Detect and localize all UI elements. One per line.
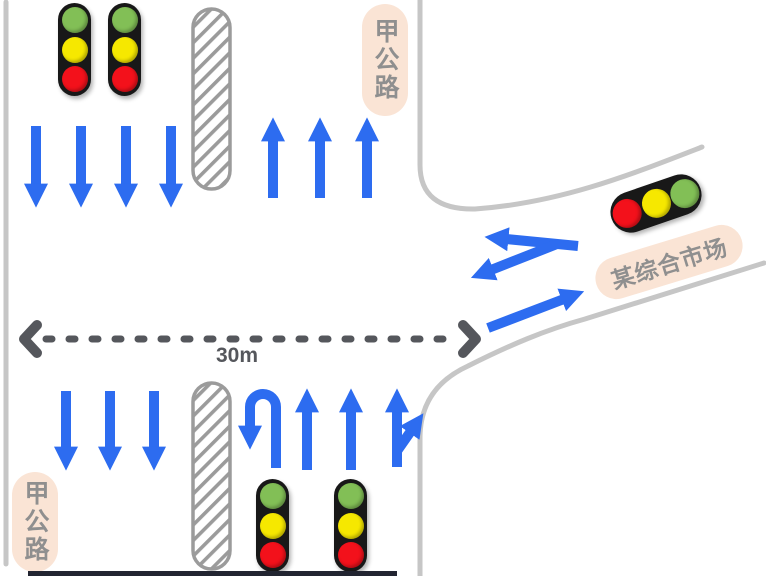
crosswalk-bottom [191, 381, 232, 571]
southbound-arrows-lower [53, 391, 167, 471]
northbound-arrows-lower [237, 388, 424, 470]
yellow-light-icon [259, 512, 286, 539]
market-branch-arrows [470, 227, 585, 333]
red-light-icon [111, 66, 138, 93]
traffic-light-bottom-1 [256, 479, 289, 572]
right-turn-branch-arrow [392, 413, 424, 454]
traffic-light-top-2 [108, 3, 141, 96]
crosswalk-top [191, 7, 232, 191]
road-label-top-text: 甲公路 [371, 18, 399, 102]
red-light-icon [61, 66, 88, 93]
traffic-light-top-1 [58, 3, 91, 96]
measure-arrowhead-left [19, 320, 42, 358]
southbound-arrows-upper [23, 126, 184, 208]
yellow-light-icon [111, 36, 138, 63]
cropped-bottom-element-edge [28, 571, 397, 576]
red-light-icon [337, 542, 364, 569]
yellow-light-icon [61, 36, 88, 63]
road-edge-branch-lower [417, 260, 766, 576]
measure-arrowhead-right [458, 320, 481, 358]
green-light-icon [337, 482, 364, 509]
road-label-top: 甲公路 [362, 4, 408, 116]
red-light-icon [259, 542, 286, 569]
yellow-light-icon [637, 185, 675, 222]
road-label-bottom: 甲公路 [12, 472, 58, 572]
green-light-icon [111, 6, 138, 33]
u-turn-arrow [237, 389, 281, 468]
road-label-bottom-text: 甲公路 [21, 480, 49, 564]
distance-label: 30m [215, 344, 259, 367]
green-light-icon [61, 6, 88, 33]
northbound-arrows-upper [260, 117, 380, 198]
road-edge-branch-upper [417, 0, 705, 212]
traffic-light-bottom-2 [334, 479, 367, 572]
yellow-light-icon [337, 512, 364, 539]
green-light-icon [259, 482, 286, 509]
